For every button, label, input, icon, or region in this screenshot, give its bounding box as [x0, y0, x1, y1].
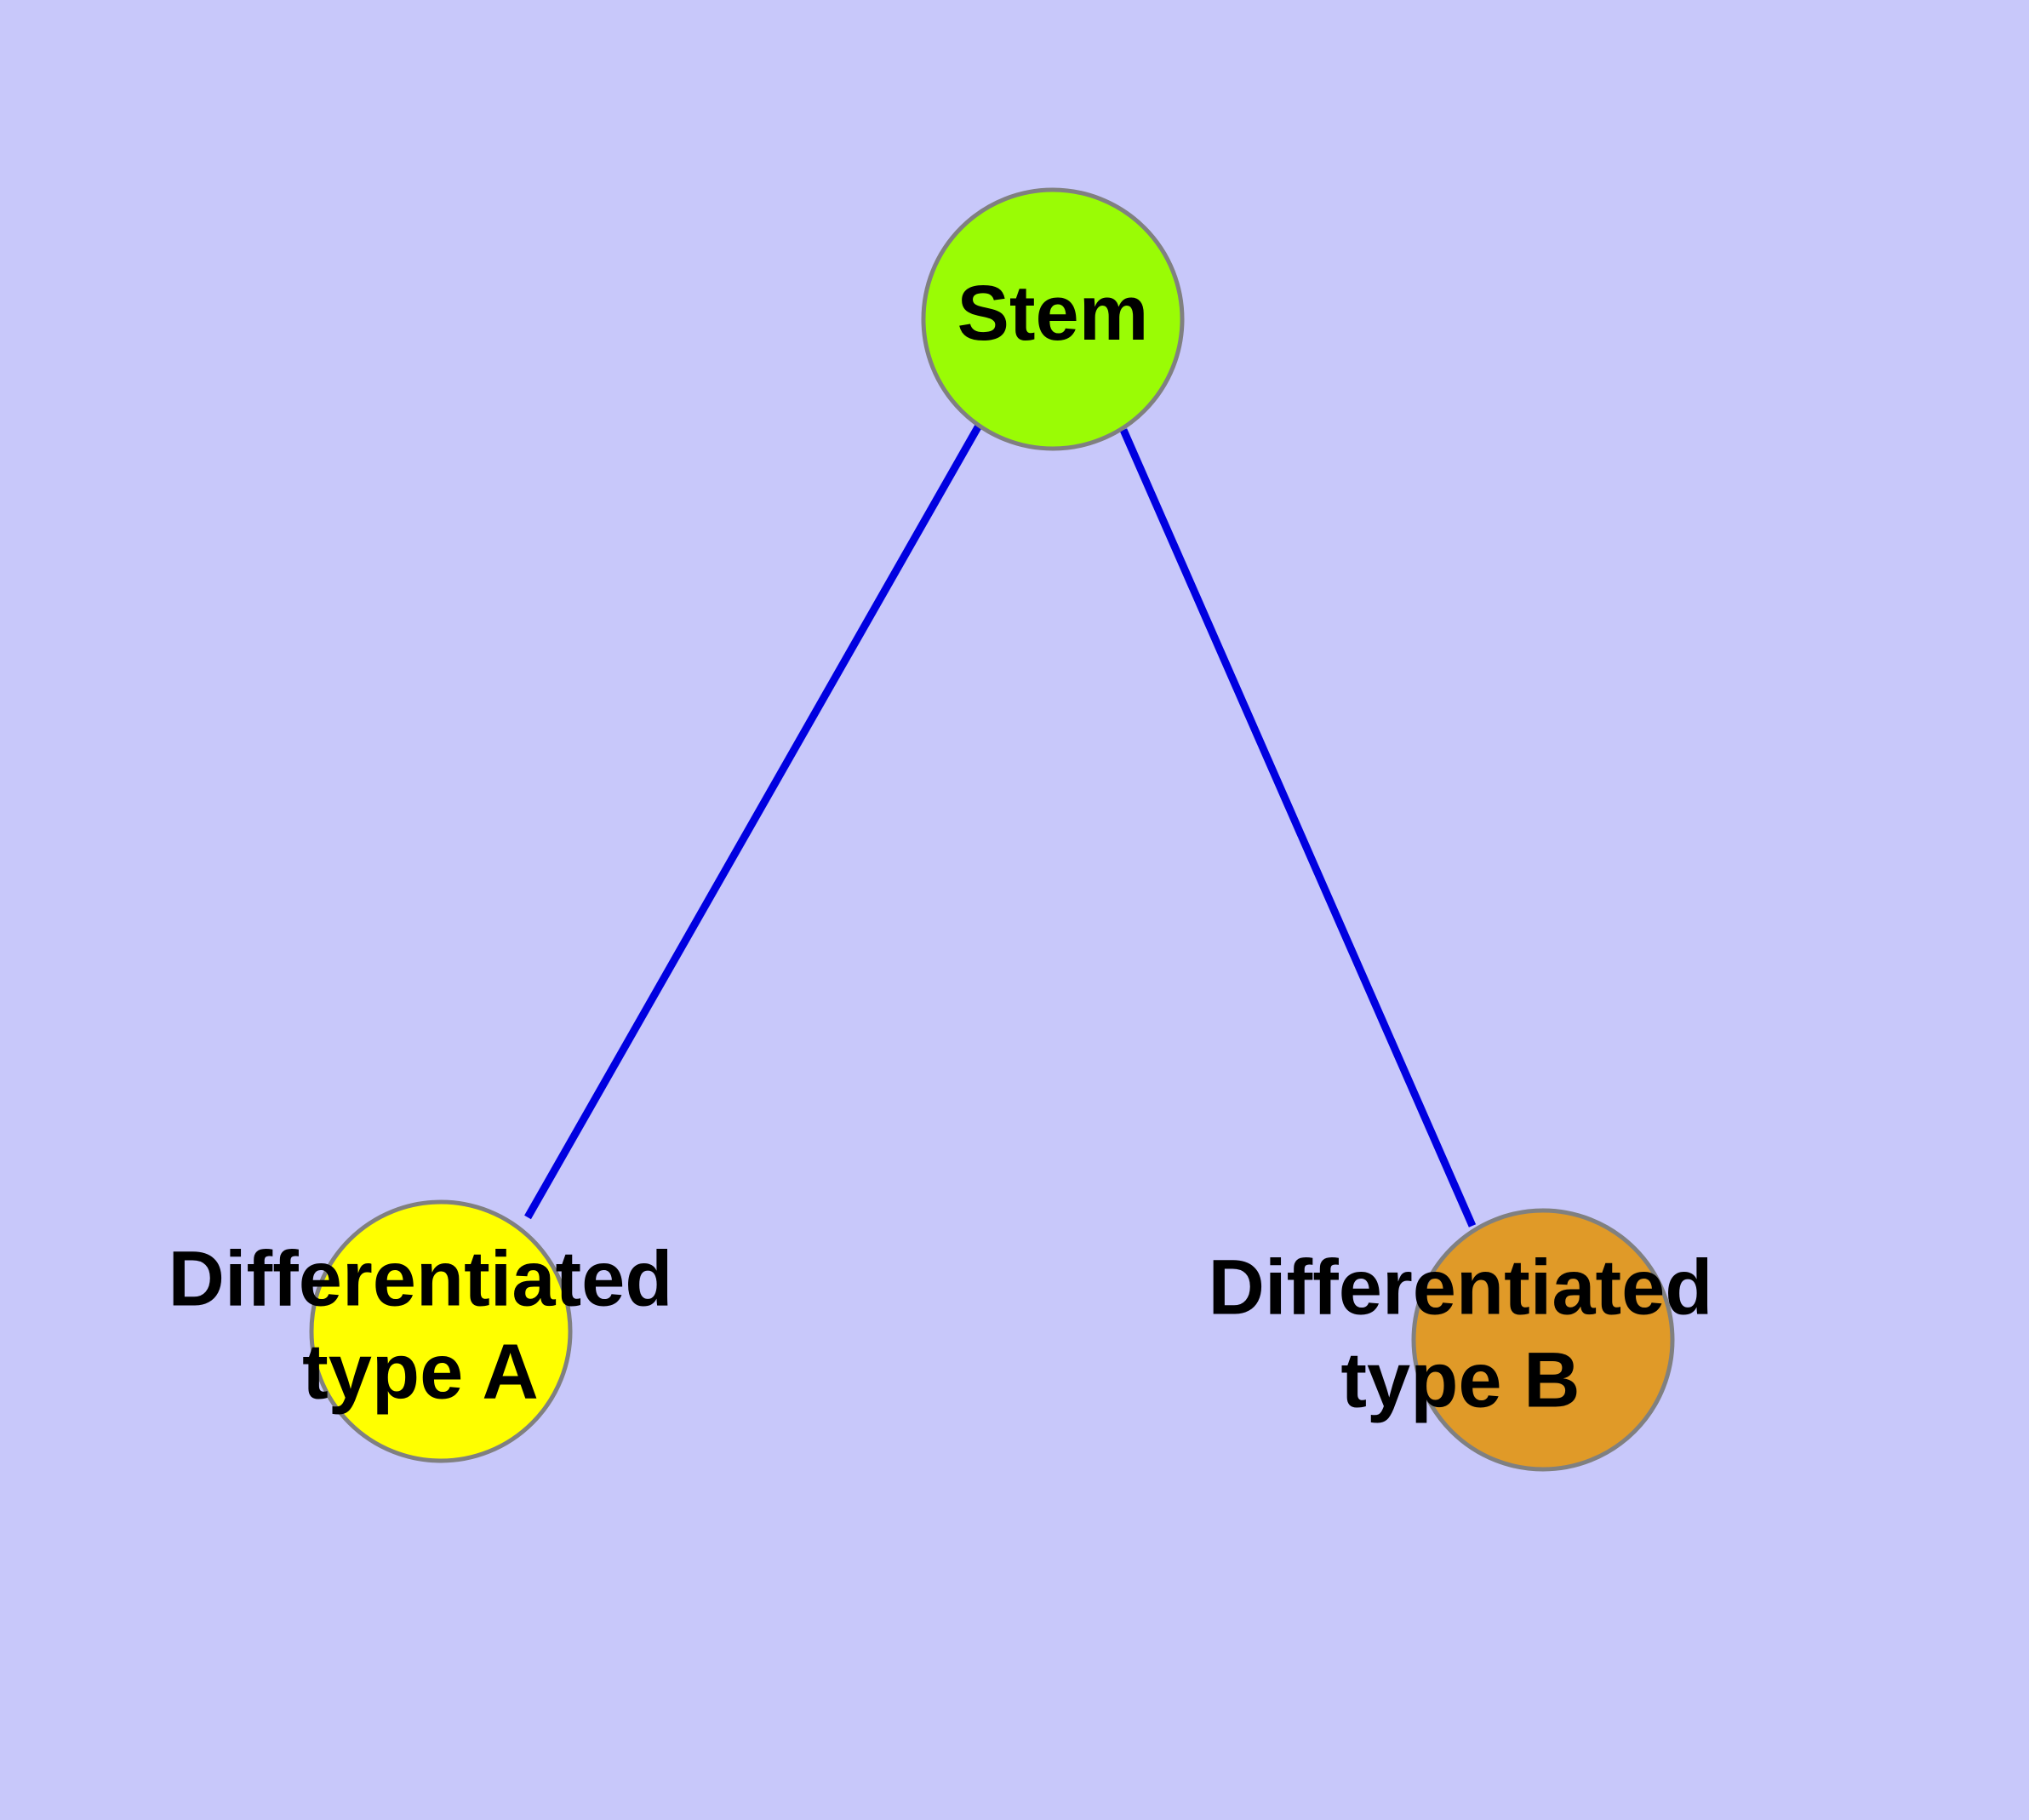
edge-stem-to-differentiated-type-b[interactable]: [1119, 428, 1477, 1228]
node-label-line: Differentiated: [169, 1236, 673, 1323]
node-differentiated-type-b-circle[interactable]: [1411, 1208, 1675, 1472]
node-label-line: Differentiated: [1209, 1245, 1713, 1331]
node-layer: [309, 187, 1675, 1472]
node-label-line: type B: [1340, 1337, 1580, 1424]
edge-stem-to-differentiated-type-a[interactable]: [524, 423, 982, 1220]
edge-layer: [524, 423, 1477, 1228]
node-stem-label: Stem: [957, 270, 1149, 357]
node-differentiated-type-a-circle[interactable]: [309, 1199, 573, 1463]
node-label-line: Stem: [957, 270, 1149, 357]
node-label-line: type A: [302, 1329, 539, 1416]
node-stem-circle[interactable]: [921, 187, 1185, 451]
